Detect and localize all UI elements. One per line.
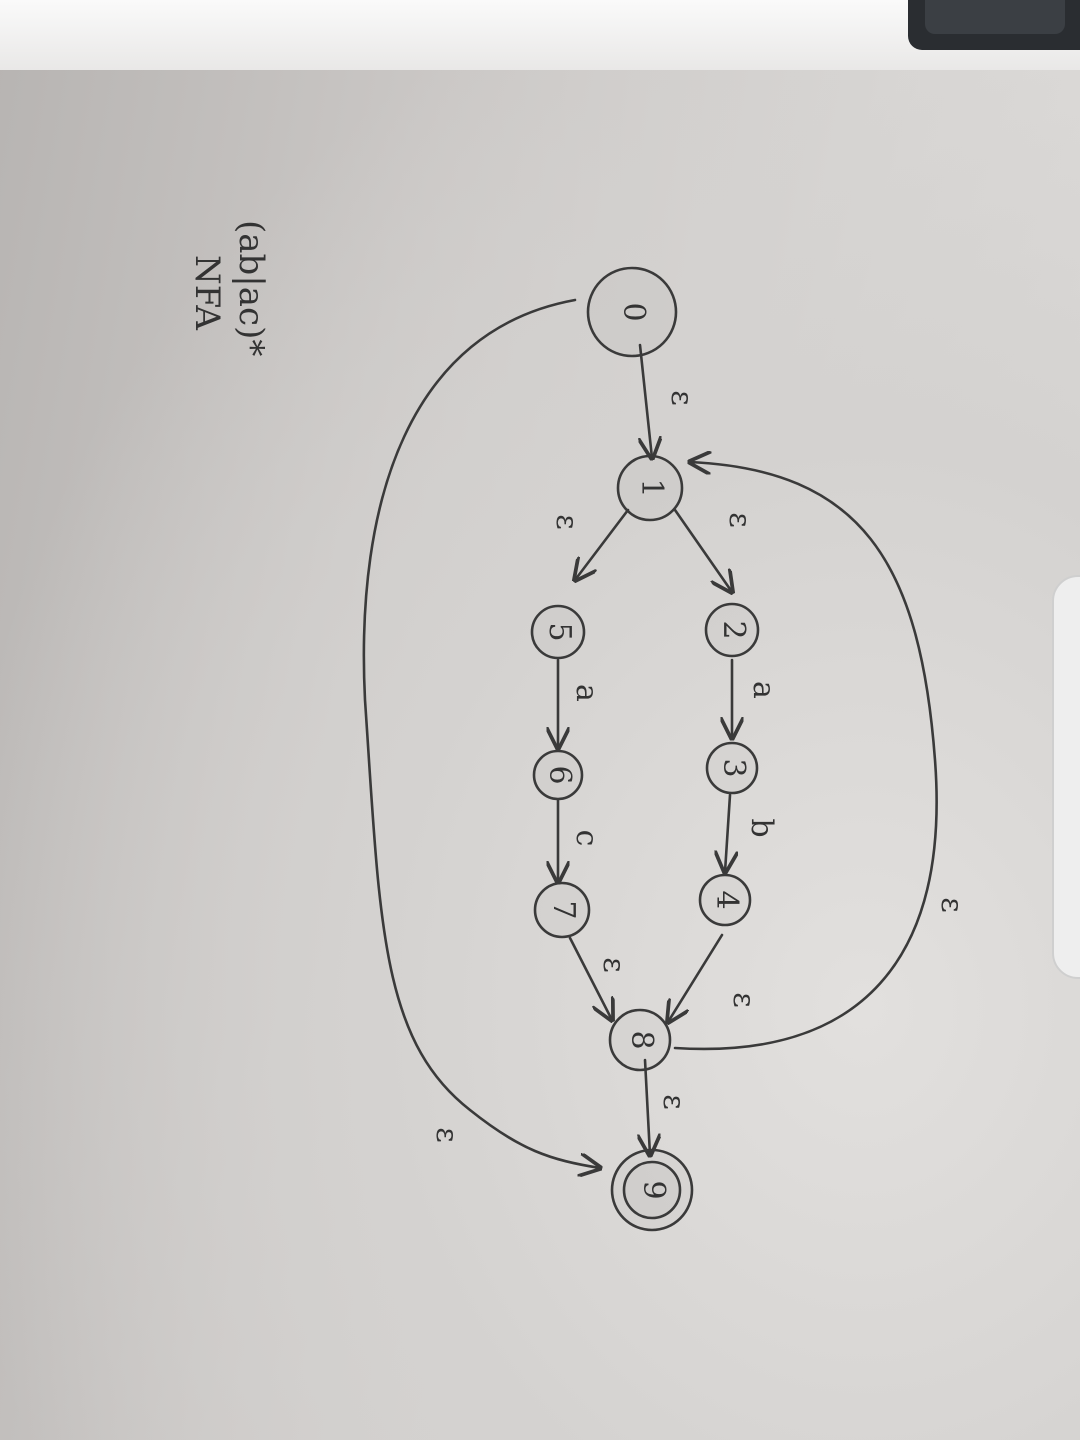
- desk-surface: [0, 0, 1080, 70]
- svg-text:4: 4: [709, 890, 744, 909]
- edge-0-1: [640, 343, 652, 458]
- keyboard-key: [925, 0, 1065, 34]
- svg-text:9: 9: [636, 1180, 671, 1199]
- paper-edge: [1052, 575, 1080, 979]
- edge-label-0-1: ε: [664, 390, 699, 406]
- svg-text:1: 1: [634, 478, 669, 497]
- edge-label-1-2: ε: [722, 512, 757, 528]
- edge-label-6-7: c: [569, 830, 604, 847]
- edge-label-8-9: ε: [656, 1094, 691, 1110]
- state-1: 1: [616, 454, 684, 522]
- state-0: 0: [586, 266, 678, 358]
- edge-label-8-1-loop: ε: [934, 897, 969, 913]
- state-8: 8: [608, 1008, 672, 1072]
- note-subtitle: NFA: [187, 255, 227, 330]
- edge-label-5-6: a: [569, 684, 604, 702]
- edge-label-7-8: ε: [596, 957, 631, 973]
- state-3: 3: [705, 741, 759, 795]
- edge-4-8: [668, 933, 724, 1022]
- state-2: 2: [704, 602, 760, 658]
- svg-text:2: 2: [716, 620, 751, 639]
- edge-label-2-3: a: [746, 681, 781, 699]
- edge-label-3-4: b: [744, 818, 779, 837]
- note-heading: (ab|ac)* NFA: [187, 220, 271, 356]
- edge-8-1-loop: [673, 462, 938, 1051]
- svg-text:5: 5: [542, 622, 577, 641]
- state-6: 6: [532, 749, 584, 801]
- svg-text:8: 8: [624, 1030, 659, 1049]
- edge-label-4-8: ε: [726, 992, 761, 1008]
- state-9-accepting: 9: [610, 1148, 694, 1232]
- note-title: (ab|ac)*: [231, 220, 271, 356]
- svg-text:0: 0: [616, 302, 651, 321]
- edge-label-1-5: ε: [549, 514, 584, 530]
- edge-1-5: [575, 508, 630, 580]
- edge-3-4: [725, 793, 730, 872]
- edge-1-2: [673, 508, 732, 592]
- state-4: 4: [698, 873, 752, 927]
- edge-8-9: [645, 1058, 650, 1155]
- edge-7-8: [568, 936, 612, 1020]
- edge-label-0-9-bypass: ε: [429, 1127, 464, 1143]
- state-7: 7: [533, 881, 591, 939]
- edge-0-9-bypass: [362, 298, 600, 1168]
- svg-text:6: 6: [542, 765, 577, 784]
- svg-text:3: 3: [716, 758, 751, 777]
- svg-text:7: 7: [546, 900, 581, 919]
- state-5: 5: [530, 604, 586, 660]
